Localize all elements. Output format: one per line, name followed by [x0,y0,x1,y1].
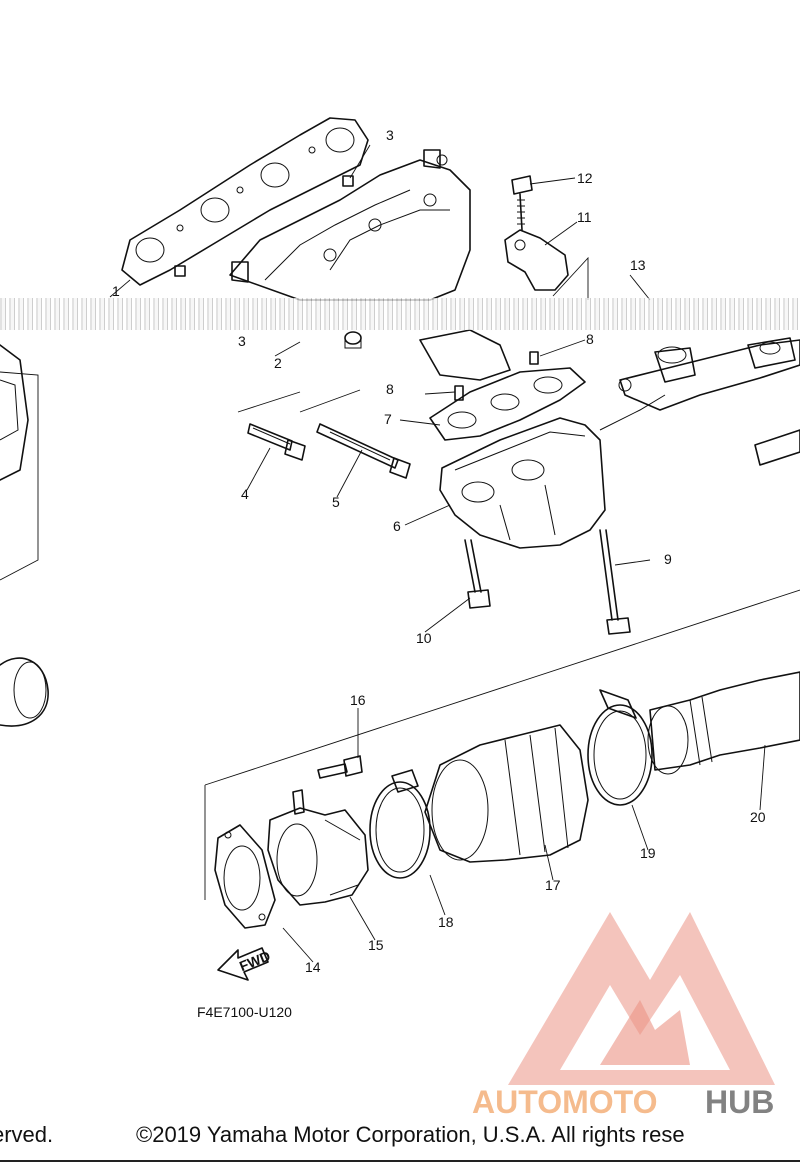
gasket-7 [429,367,586,441]
leader-lines [109,144,800,963]
callout-3-bottom: 3 [238,333,246,349]
exhaust-pipe-20 [647,671,800,775]
dowel-2 [344,331,362,349]
fwd-label: FWD [237,948,273,975]
logo-text-hub: HUB [705,1084,774,1120]
copyright-footer: erved. ©2019 Yamaha Motor Corporation, U… [0,1122,800,1152]
diagram-code: F4E7100-U120 [197,1004,292,1020]
callout-10: 10 [416,630,432,646]
callout-20: 20 [750,809,766,825]
callout-2: 2 [274,355,282,371]
callout-4: 4 [241,486,249,502]
scan-noise-band [0,298,800,330]
dowel-8-right [529,351,539,365]
bottom-rule [0,1160,800,1162]
fwd-arrow-icon: FWD [217,947,273,981]
callout-7: 7 [384,411,392,427]
bolt-10 [464,539,491,609]
callout-9: 9 [664,551,672,567]
exhaust-manifold [174,149,471,301]
callout-15: 15 [368,937,384,953]
callout-1: 1 [112,283,120,299]
callout-8-left: 8 [386,381,394,397]
bolt-4 [247,423,306,461]
water-pipe-assembly-13 [599,337,800,466]
callout-5: 5 [332,494,340,510]
callout-13: 13 [630,257,646,273]
logo-text-automoto: AUTOMOTO [472,1084,657,1120]
manifold-gasket [121,117,369,286]
callout-11: 11 [577,209,592,225]
callout-14: 14 [305,959,321,975]
hose-clamp-18 [369,769,431,879]
bolt-16 [317,755,363,779]
callout-17: 17 [545,877,561,893]
rubber-hose-17 [424,724,589,863]
bracket-11 [504,229,569,291]
exhaust-outlet-14 [214,824,276,929]
dowel-8-left [454,385,464,401]
automotohub-logo: AUTOMOTO HUB [472,912,775,1120]
callout-16: 16 [350,692,366,708]
bolt-9 [599,529,631,635]
callout-19: 19 [640,845,656,861]
callout-numbers: 3 12 11 13 3 2 8 8 7 4 5 6 9 10 16 20 19… [112,127,766,975]
hose-clamp-19 [587,689,653,806]
callout-18: 18 [438,914,454,930]
exhaust-manifold-6 [419,329,606,549]
callout-3-top: 3 [386,127,394,143]
callout-12: 12 [577,170,593,186]
bolt-5 [316,423,411,479]
bolt-12 [511,175,533,231]
left-partial-parts [0,344,49,727]
joint-15 [267,789,369,906]
callout-6: 6 [393,518,401,534]
callout-8-right: 8 [586,331,594,347]
footer-copyright: ©2019 Yamaha Motor Corporation, U.S.A. A… [136,1122,685,1147]
footer-left-text: erved. [0,1122,54,1147]
